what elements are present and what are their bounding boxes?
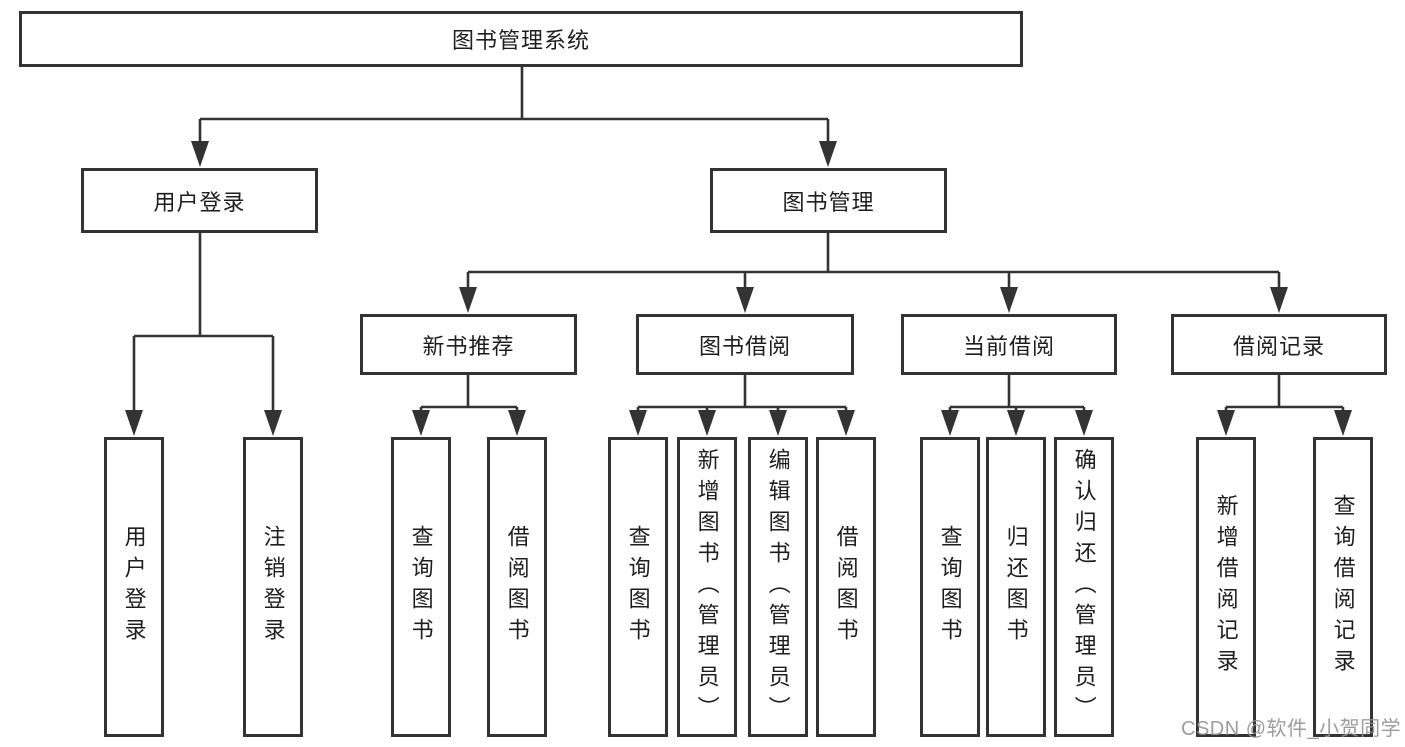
- leaf-label: 借阅图书: [833, 525, 859, 649]
- node-label: 用户登录: [153, 189, 246, 215]
- leaf-label: 查询图书: [625, 525, 651, 649]
- node-label: 当前借阅: [962, 333, 1055, 359]
- leaf-query-books-borrowing: 查询图书: [608, 437, 668, 737]
- leaf-label: 归还图书: [1003, 525, 1029, 649]
- leaf-edit-book-admin: 编辑图书（管理员）: [748, 437, 808, 737]
- leaf-label: 确认归还（管理员）: [1071, 447, 1097, 727]
- leaf-label: 用户登录: [121, 525, 147, 649]
- node-user-login: 用户登录: [81, 168, 318, 233]
- leaf-query-borrow-record: 查询借阅记录: [1313, 437, 1373, 737]
- tree-arrow-lines: [125, 119, 1352, 436]
- leaf-label: 新增借阅记录: [1213, 494, 1239, 680]
- leaf-query-books-current: 查询图书: [920, 437, 980, 737]
- leaf-return-book: 归还图书: [986, 437, 1046, 737]
- leaf-logout: 注销登录: [243, 437, 303, 737]
- leaf-query-books-recommend: 查询图书: [391, 437, 451, 737]
- leaf-user-login: 用户登录: [104, 437, 164, 737]
- leaf-add-book-admin: 新增图书（管理员）: [677, 437, 737, 737]
- node-new-book-recommendation: 新书推荐: [360, 314, 577, 375]
- leaf-borrow-books-recommend: 借阅图书: [487, 437, 547, 737]
- node-library-management-system: 图书管理系统: [19, 11, 1023, 67]
- node-borrowing-records: 借阅记录: [1171, 314, 1387, 375]
- leaf-label: 借阅图书: [504, 525, 530, 649]
- csdn-watermark: CSDN @软件_小贺同学: [1181, 718, 1402, 740]
- leaf-label: 编辑图书（管理员）: [765, 447, 791, 727]
- leaf-add-borrow-record: 新增借阅记录: [1196, 437, 1256, 737]
- node-label: 图书借阅: [698, 333, 791, 359]
- node-label: 图书管理: [782, 189, 875, 215]
- leaf-borrow-books-borrowing: 借阅图书: [816, 437, 876, 737]
- leaf-label: 查询图书: [937, 525, 963, 649]
- node-current-borrowing: 当前借阅: [901, 314, 1117, 375]
- leaf-label: 注销登录: [260, 525, 286, 649]
- leaf-label: 查询图书: [408, 525, 434, 649]
- node-label: 图书管理系统: [451, 28, 590, 53]
- node-label: 新书推荐: [422, 333, 515, 359]
- tree-trunk-lines: [134, 67, 1343, 409]
- node-book-borrowing: 图书借阅: [636, 314, 854, 375]
- leaf-confirm-return-admin: 确认归还（管理员）: [1054, 437, 1114, 737]
- leaf-label: 新增图书（管理员）: [694, 447, 720, 727]
- node-label: 借阅记录: [1232, 333, 1325, 359]
- leaf-label: 查询借阅记录: [1330, 494, 1356, 680]
- node-book-management: 图书管理: [710, 168, 947, 233]
